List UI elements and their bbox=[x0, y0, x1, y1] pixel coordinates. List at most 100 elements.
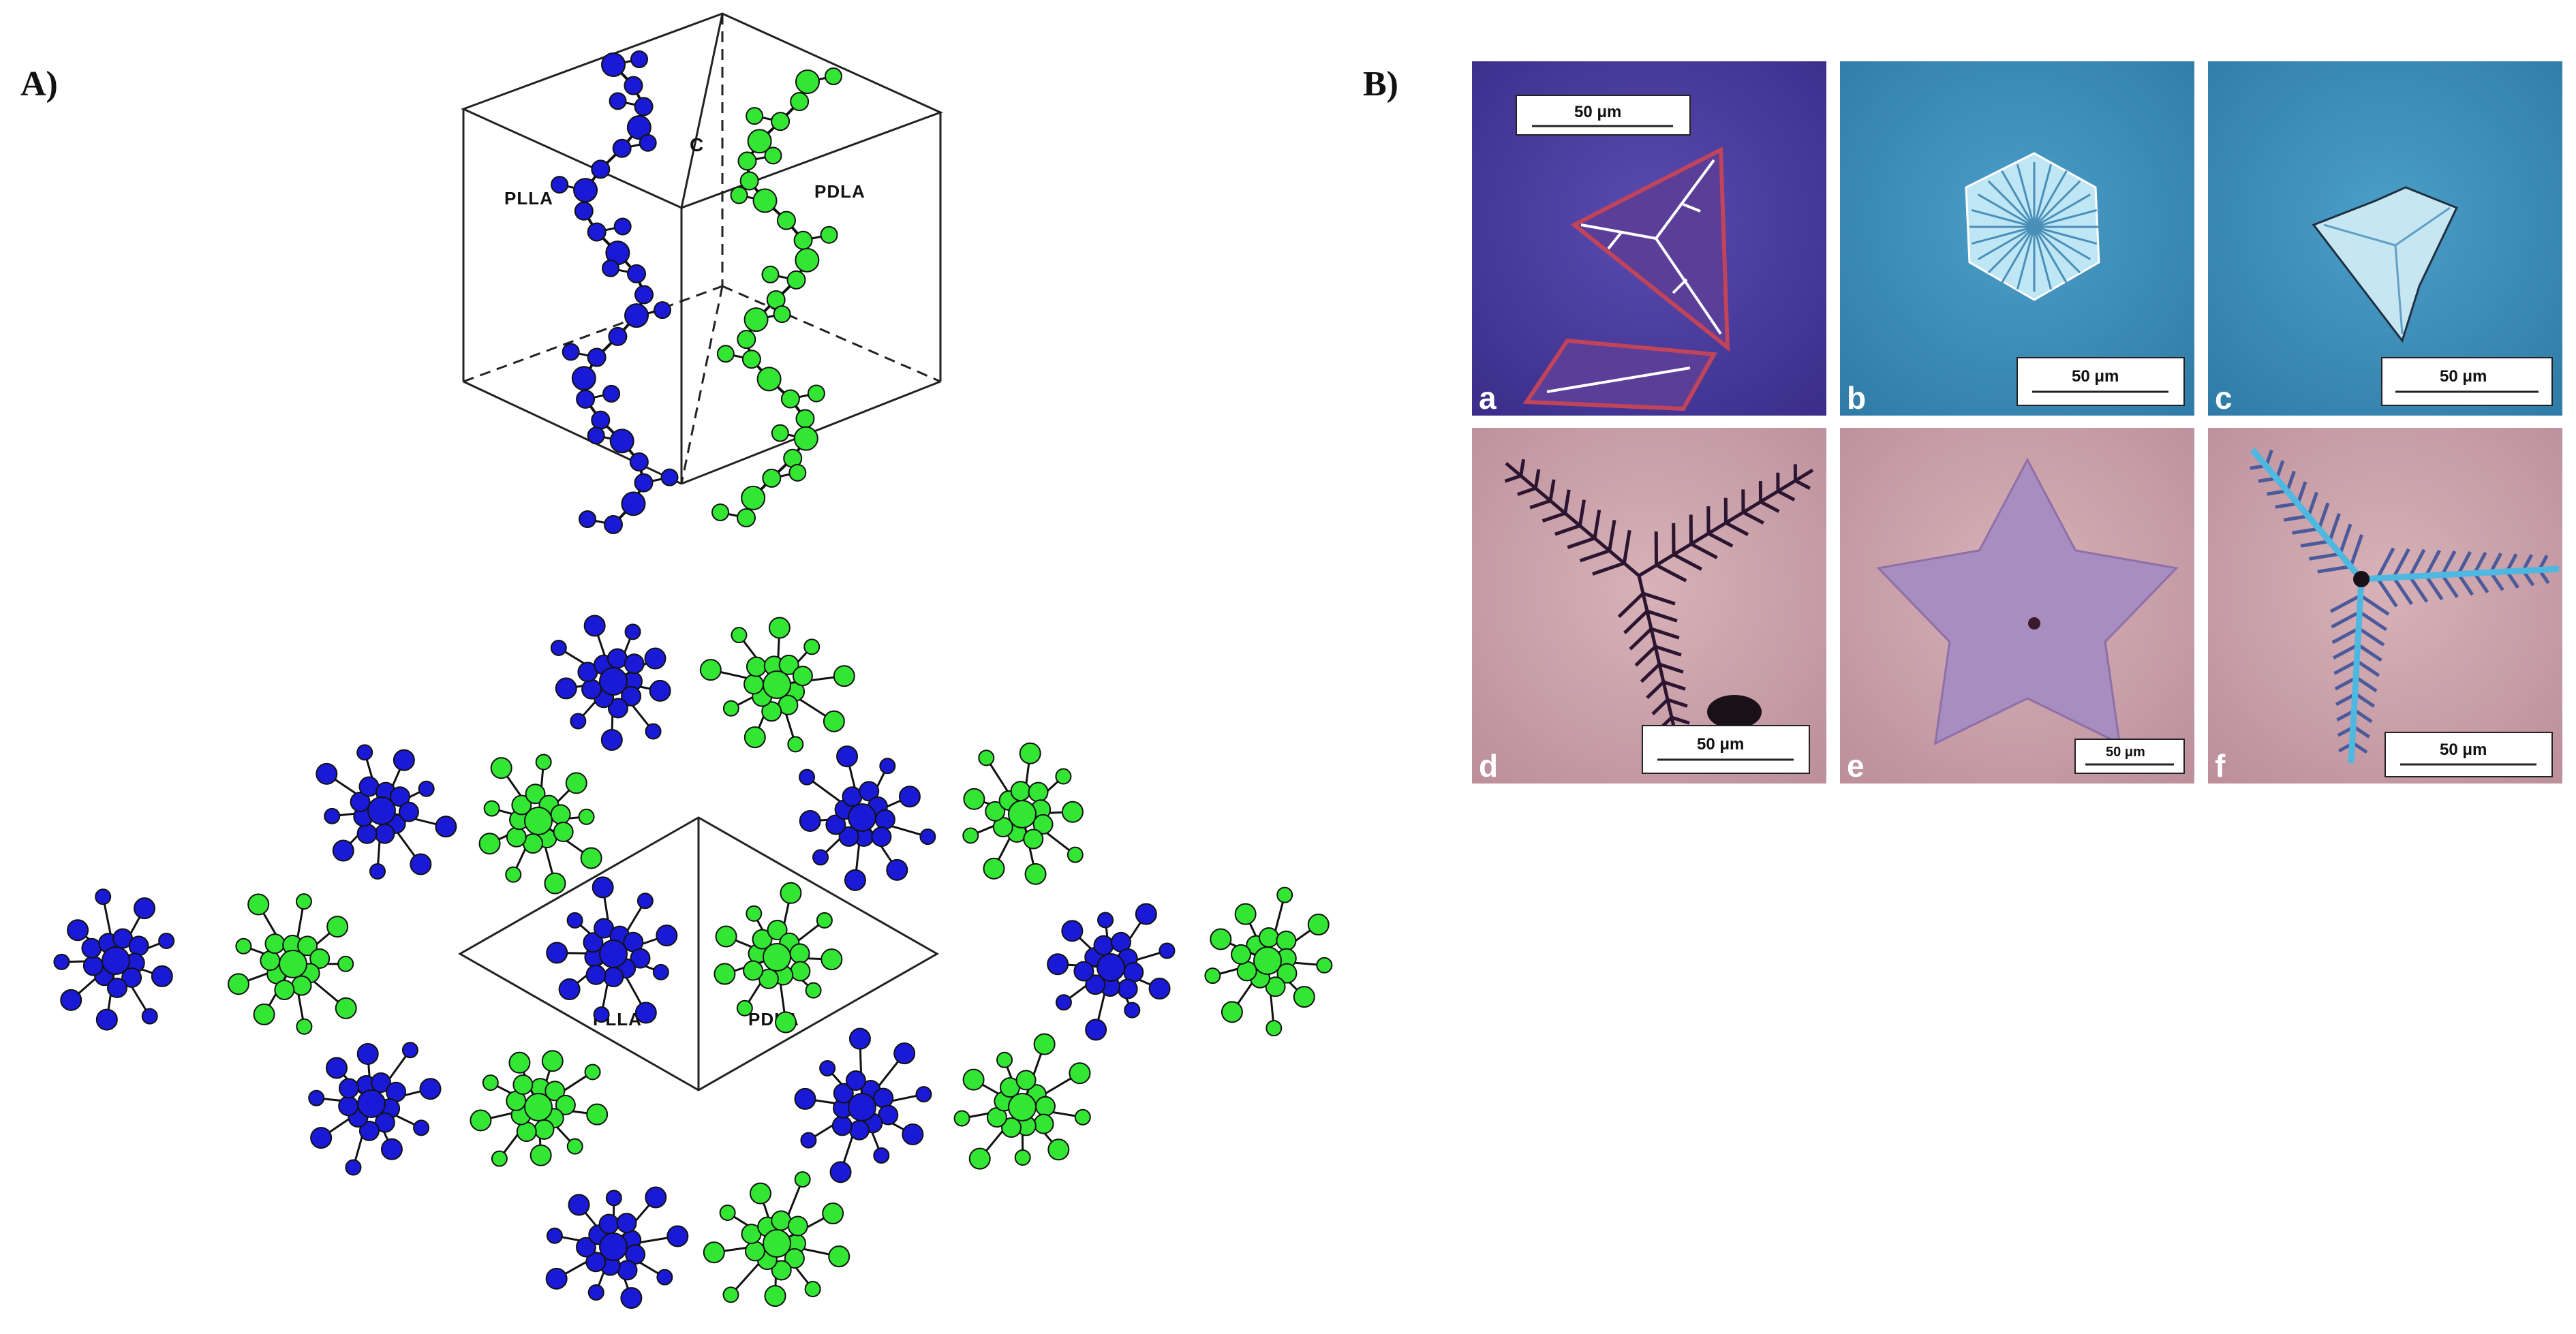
micrograph-e: 50 μm e bbox=[1840, 428, 2194, 784]
chain-atom bbox=[1033, 1113, 1054, 1134]
chain-atom bbox=[660, 468, 679, 486]
micrograph-letter: f bbox=[2215, 748, 2226, 784]
chain-atom bbox=[703, 1241, 725, 1264]
chain-atom bbox=[350, 792, 371, 813]
crystal-branches bbox=[2323, 206, 2451, 335]
dendrite-branch bbox=[1725, 521, 1749, 536]
chain-atom bbox=[630, 50, 648, 68]
chain-atom bbox=[607, 698, 628, 719]
chain-atom bbox=[1033, 1033, 1056, 1055]
chain-cross-section bbox=[794, 1027, 932, 1183]
chain-atom bbox=[743, 726, 766, 749]
chain-atom bbox=[1258, 927, 1279, 948]
dendrite-branch bbox=[1579, 548, 1610, 563]
crystal-ray bbox=[2016, 164, 2036, 228]
chain-atom bbox=[607, 648, 628, 669]
chain-atom bbox=[576, 1237, 597, 1258]
chain-atom bbox=[968, 1147, 991, 1170]
chain-atom bbox=[719, 1205, 736, 1222]
chain-atom bbox=[338, 1096, 359, 1117]
chain-atom bbox=[418, 780, 435, 797]
dendrite-branch bbox=[1592, 561, 1625, 576]
chain-atom bbox=[848, 1027, 871, 1050]
chain-atom bbox=[1316, 957, 1333, 974]
dendrite-branch bbox=[2296, 481, 2307, 504]
chain-atom bbox=[295, 893, 312, 910]
micrograph-c: 50 μm c bbox=[2208, 61, 2562, 416]
dendrite-branch bbox=[2424, 574, 2444, 601]
dendrite-branch bbox=[1651, 627, 1680, 640]
chain-atom bbox=[795, 69, 820, 94]
chain-atom bbox=[771, 112, 791, 131]
chain-atom bbox=[297, 935, 318, 957]
chain-atom bbox=[743, 674, 765, 695]
chain-atom bbox=[562, 343, 580, 361]
panel-a: A) PLLA PDLA C PLLA PDLA bbox=[20, 12, 1333, 1309]
dendrite-branch bbox=[1672, 553, 1703, 571]
chain-atom bbox=[711, 503, 730, 521]
chain-atom bbox=[1047, 1138, 1070, 1161]
chain-atom bbox=[158, 933, 175, 950]
dendrite-branch bbox=[2355, 676, 2378, 693]
dendrite-branch bbox=[2440, 574, 2459, 598]
chain-atom bbox=[1069, 1062, 1091, 1085]
dendrite-branch bbox=[1760, 500, 1780, 513]
chain-atom bbox=[978, 749, 995, 766]
dendrite-branch bbox=[2355, 692, 2376, 708]
chain-atom bbox=[512, 1074, 534, 1095]
chain-atom bbox=[820, 226, 838, 244]
chain-atom bbox=[1276, 930, 1297, 951]
chain-atom bbox=[134, 897, 156, 920]
chain-atom bbox=[602, 384, 621, 403]
chain-atom bbox=[644, 647, 666, 670]
chain-atom bbox=[296, 1018, 313, 1035]
crystal-ray bbox=[1977, 193, 2035, 228]
chain-cross-sections bbox=[53, 615, 1333, 1309]
dendrite-branch bbox=[2392, 548, 2410, 578]
chain-atom bbox=[737, 330, 756, 350]
chain-atom bbox=[583, 932, 604, 953]
crystal-ray bbox=[2001, 170, 2036, 228]
chain-atom bbox=[568, 1194, 590, 1216]
dendrite-branch bbox=[2331, 627, 2360, 645]
cell-hidden-edge bbox=[680, 285, 724, 484]
dendrite-branch bbox=[1578, 499, 1586, 527]
crystal-ray bbox=[1987, 226, 2036, 274]
chain-atom bbox=[1159, 942, 1176, 959]
chain-atom bbox=[578, 808, 595, 825]
chain-atom bbox=[761, 701, 782, 722]
micrograph-background bbox=[1472, 428, 1826, 784]
crystal-ray bbox=[1987, 180, 2036, 228]
chain-atom bbox=[369, 863, 386, 880]
dendrite-branch bbox=[1567, 536, 1595, 549]
chain-atom bbox=[580, 847, 602, 869]
dendrite-branch bbox=[2317, 502, 2330, 529]
chain-atom bbox=[279, 950, 307, 978]
panel-b-label: B) bbox=[1363, 65, 1398, 104]
scale-bar: 50 μm bbox=[2381, 357, 2553, 406]
chain-atom bbox=[645, 1186, 667, 1209]
chain-atom bbox=[645, 723, 662, 740]
chain-atom bbox=[1015, 1070, 1037, 1091]
chain-atom bbox=[335, 997, 357, 1019]
chain-atom bbox=[358, 1120, 380, 1141]
chain-cross-section bbox=[470, 1050, 609, 1167]
chain-atom bbox=[1010, 781, 1031, 802]
chain-atom bbox=[699, 659, 722, 681]
dendrite-branch bbox=[2354, 709, 2373, 724]
chain-atom bbox=[634, 97, 654, 117]
chain-atom bbox=[634, 285, 654, 305]
chain-atom bbox=[356, 1042, 379, 1065]
svg-text:50 μm: 50 μm bbox=[2106, 745, 2145, 760]
chain-atom bbox=[482, 1074, 499, 1091]
chain-atom bbox=[435, 816, 457, 838]
chain-cross-section bbox=[1204, 886, 1333, 1037]
chain-atom bbox=[746, 905, 763, 922]
chain-atom bbox=[983, 857, 1005, 880]
chain-atom bbox=[1074, 1108, 1091, 1126]
svg-text:50 μm: 50 μm bbox=[1574, 103, 1621, 121]
chain-atom bbox=[316, 762, 338, 785]
chain-cross-section bbox=[699, 617, 855, 753]
chain-atom bbox=[1097, 953, 1125, 982]
